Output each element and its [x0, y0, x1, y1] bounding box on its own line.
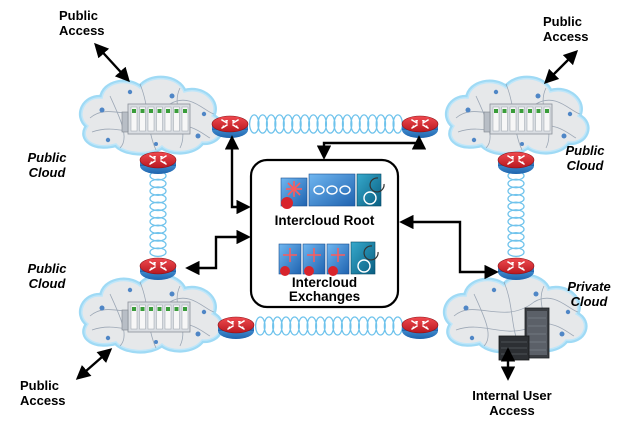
connection-arrows: [75, 42, 579, 381]
intercloud-exchange-devices: [278, 241, 379, 276]
public-cloud-label-bottom-left: Public Cloud: [27, 261, 67, 291]
public-access-label-top-right: Public Access: [543, 14, 589, 44]
cloud-icon: [82, 79, 221, 153]
public-access-label-bottom-left: Public Access: [20, 378, 66, 408]
router-icon: [401, 316, 439, 340]
private-cloud-label: Private Cloud: [567, 279, 611, 309]
router-icon: [217, 316, 255, 340]
intercloud-root-label: Intercloud Root: [274, 213, 375, 228]
cloud-icon: [448, 79, 587, 153]
spring-link-top: [248, 114, 404, 134]
public-cloud-label-top-left: Public Cloud: [27, 150, 67, 180]
public-access-label-top-left: Public Access: [59, 8, 105, 38]
intercloud-exchanges-label: Intercloud Exchanges: [288, 275, 361, 304]
cloud-icon: [82, 277, 221, 351]
spring-link-bottom: [254, 316, 404, 336]
router-icon: [497, 151, 535, 175]
router-icon: [139, 257, 177, 281]
internal-user-access-label: Internal User Access: [472, 388, 552, 418]
router-icon: [401, 115, 439, 139]
router-icon: [211, 115, 249, 139]
public-cloud-label-top-right: Public Cloud: [565, 143, 605, 173]
router-icon: [497, 257, 535, 281]
router-icon: [139, 151, 177, 175]
spring-link-right: [507, 170, 525, 258]
intercloud-root-devices: [280, 173, 385, 209]
spring-link-left: [149, 170, 167, 258]
